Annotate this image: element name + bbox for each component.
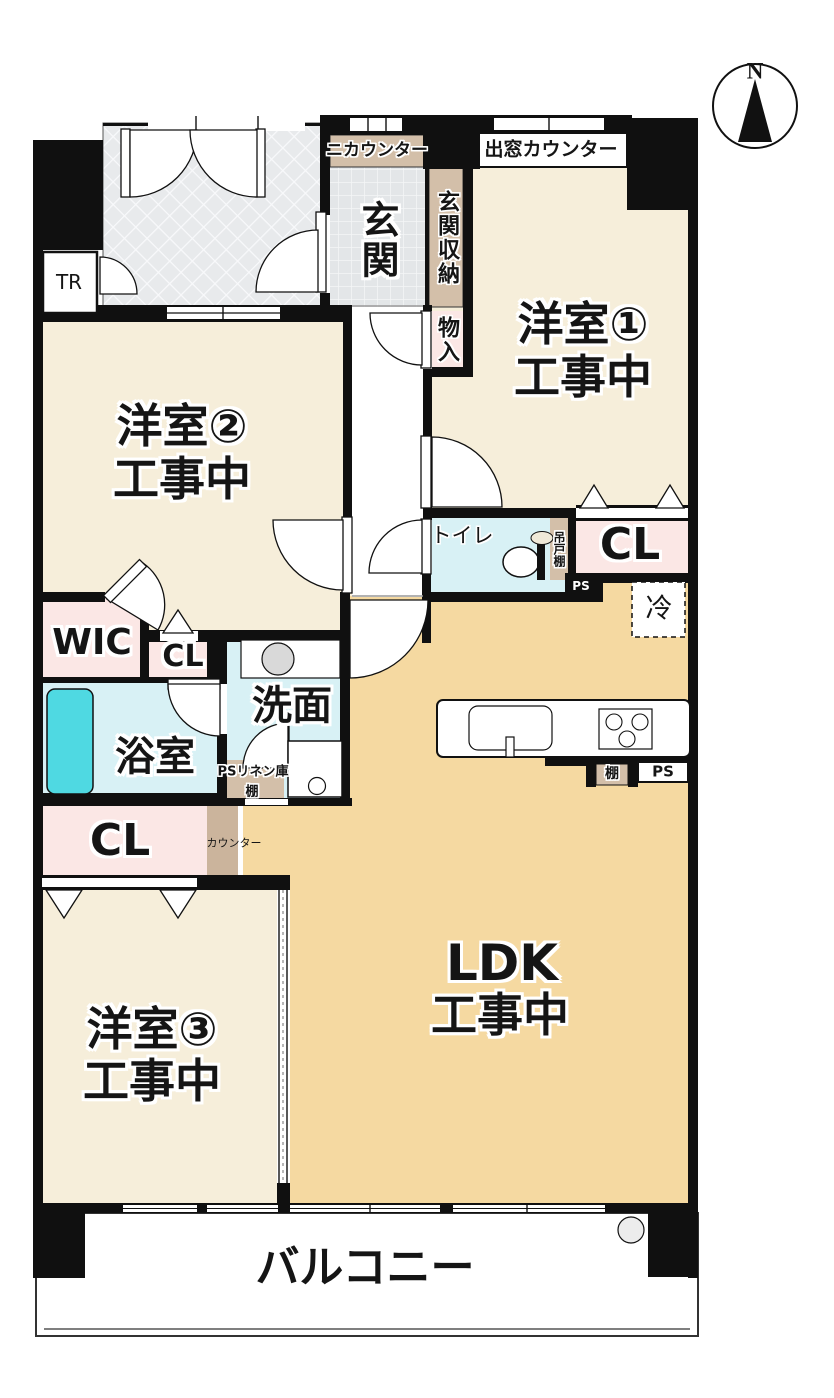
- windows: [123, 116, 605, 1213]
- balcony-area: [35, 1212, 699, 1337]
- counter-strip: [207, 800, 238, 877]
- kitchen-ps-label: PS: [652, 762, 674, 781]
- stove-burner: [631, 713, 649, 731]
- toilet-door-swing: [368, 519, 423, 574]
- mono-ire-label: 物入: [434, 316, 459, 364]
- cl-right-label: CL: [599, 519, 661, 570]
- window: [350, 118, 402, 131]
- mono-ire-door-swing: [369, 312, 423, 366]
- ldk-name-label: LDK: [445, 934, 559, 992]
- cl-large-door-band: [42, 878, 197, 887]
- stove-burner: [618, 730, 636, 748]
- counter-label: カウンター: [206, 836, 262, 850]
- washroom-label: 洗面: [252, 683, 332, 729]
- genkan-label: 玄関: [355, 200, 399, 280]
- kitchen-shelf-box: [595, 763, 629, 786]
- washroom-door-gap: [245, 799, 288, 805]
- window: [148, 118, 305, 131]
- cl-small-label: CL: [162, 639, 204, 674]
- toilet-label: トイレ: [430, 523, 494, 548]
- mono-ire-floor: [430, 311, 463, 369]
- cl-right-folding-door: [654, 483, 686, 509]
- room3-status-label: 工事中: [83, 1054, 221, 1108]
- bath-door-gap: [217, 684, 227, 734]
- toilet-tank: [537, 544, 545, 580]
- ldk-door-swing: [349, 599, 429, 679]
- bay-window-counter-label: 出窓カウンター: [484, 138, 618, 161]
- cl-right-door-line: [576, 518, 688, 521]
- kitchen-shelf-label: 棚: [605, 766, 619, 782]
- toilet-bowl: [502, 546, 540, 578]
- cl-large-folding-door: [44, 889, 84, 920]
- linen-shelf-label: 棚: [245, 784, 259, 800]
- room2-status-label: 工事中: [113, 452, 251, 506]
- bathtub: [46, 688, 94, 795]
- porch-door-leaf: [120, 128, 131, 198]
- cl-small-folding-door: [161, 608, 195, 634]
- mini-counter-label: ニカウンター: [326, 140, 428, 161]
- room-fills: [35, 122, 699, 1337]
- cl-large-label: CL: [89, 815, 151, 866]
- cl-small-door-gap: [160, 631, 198, 641]
- washroom-door-swing: [242, 722, 289, 769]
- cl-right-folding-door: [578, 483, 610, 509]
- front-door-swing: [255, 229, 319, 293]
- compass: [712, 63, 798, 149]
- trunk-room-door-swing: [99, 256, 138, 295]
- doors: [42, 128, 688, 920]
- room1-name-label: 洋室①: [517, 297, 649, 351]
- refrigerator-space: [631, 581, 686, 638]
- porch-door-swing: [189, 129, 258, 198]
- refrigerator-label: 冷: [645, 593, 673, 625]
- room1-door-swing: [431, 436, 503, 508]
- trunk-room-box: [41, 250, 99, 315]
- cl-large-floor: [36, 798, 207, 887]
- thin-lines: [44, 305, 690, 1330]
- vanity-sink-bowl: [261, 642, 295, 676]
- kitchen-faucet: [505, 736, 515, 758]
- room3-name-label: 洋室③: [86, 1002, 218, 1056]
- balcony-label: バルコニー: [255, 1242, 475, 1293]
- genkan-storage-label: 玄関収納: [434, 190, 459, 286]
- ps-linen-label: PSリネン庫: [217, 764, 289, 780]
- hanging-cupboard-label: 吊戸棚: [552, 531, 566, 567]
- balcony-drain: [617, 1216, 645, 1244]
- cl-right-door-line: [576, 505, 688, 508]
- kitchen-ps-box: [637, 761, 689, 783]
- bath-label: 浴室: [115, 734, 195, 780]
- cl-large-folding-door: [158, 889, 198, 920]
- ldk-status-label: 工事中: [431, 988, 569, 1042]
- toilet-lid: [530, 531, 554, 545]
- toilet-floor: [423, 508, 570, 600]
- room1-status-label: 工事中: [514, 350, 652, 404]
- hanging-cupboard-box: [550, 518, 568, 580]
- walls: [33, 115, 698, 1278]
- compass-north-label: N: [746, 58, 764, 84]
- genkan-floor: [330, 167, 425, 307]
- stove-burner: [605, 713, 623, 731]
- room2-door-swing: [272, 519, 344, 591]
- fixtures: [41, 250, 691, 1244]
- room3-floor: [36, 877, 290, 1213]
- trunk-room-label: TR: [55, 270, 83, 294]
- washer-drain: [307, 776, 327, 796]
- bath-door-swing: [167, 683, 221, 737]
- compass-needle: [738, 79, 772, 142]
- room2-floor: [36, 315, 352, 642]
- cl-right-door-band: [576, 508, 688, 518]
- wic-door-leaf: [102, 558, 148, 604]
- genkan-storage-divider: [425, 164, 429, 309]
- room2-name-label: 洋室②: [116, 399, 248, 453]
- toilet-ps-label: PS: [572, 579, 590, 593]
- wic-label: WIC: [52, 622, 132, 663]
- room1-door-leaf: [420, 435, 432, 509]
